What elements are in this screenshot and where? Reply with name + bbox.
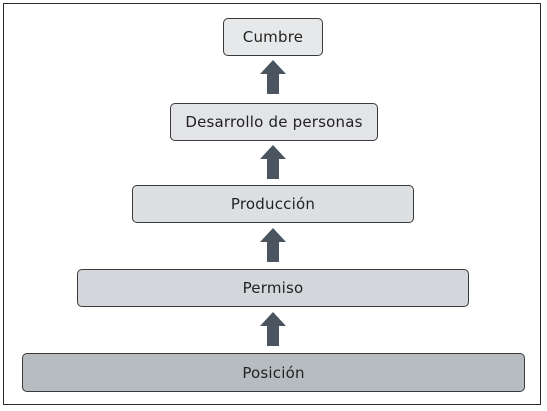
level-posicion: Posición (22, 353, 525, 392)
level-desarrollo-de-personas-label: Desarrollo de personas (185, 113, 363, 131)
level-desarrollo-de-personas: Desarrollo de personas (170, 103, 378, 141)
level-posicion-label: Posición (242, 363, 305, 382)
level-permiso: Permiso (77, 269, 469, 307)
up-arrow-icon (260, 60, 286, 94)
level-produccion: Producción (132, 185, 414, 223)
level-produccion-label: Producción (230, 195, 316, 213)
up-arrow-icon (260, 312, 286, 346)
up-arrow-icon (260, 228, 286, 262)
level-permiso-label: Permiso (242, 279, 304, 297)
level-cumbre-label: Cumbre (242, 28, 304, 46)
up-arrow-icon (260, 145, 286, 179)
level-cumbre: Cumbre (223, 18, 323, 56)
